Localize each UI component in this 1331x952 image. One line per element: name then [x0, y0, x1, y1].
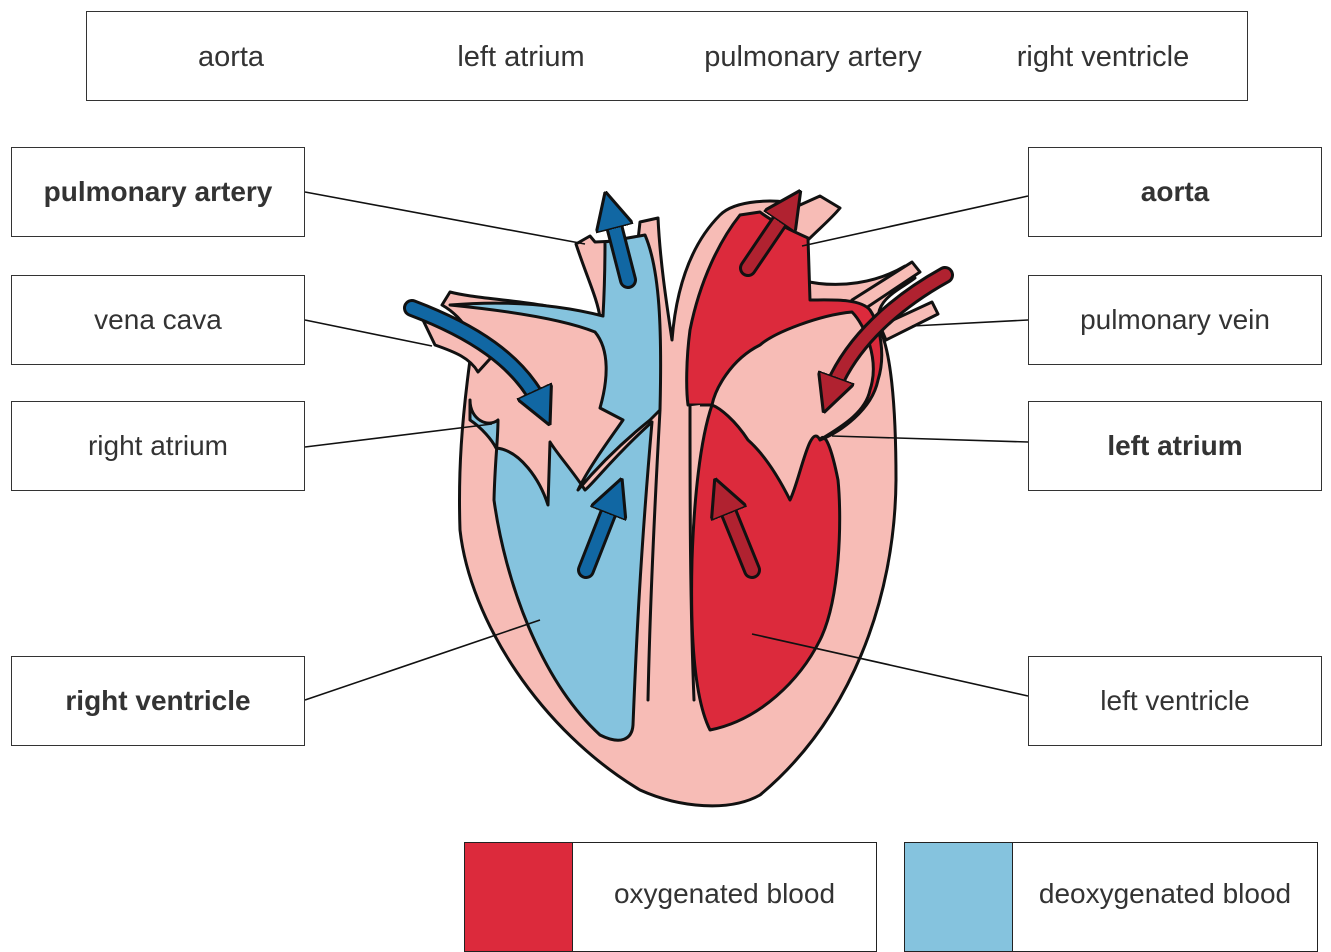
label-pulmonary-artery[interactable]: pulmonary artery [11, 147, 305, 237]
leader-line-pulmonary-vein [912, 320, 1028, 326]
legend-deoxygenated-label: deoxygenated blood [1013, 843, 1317, 945]
legend-deoxygenated: deoxygenated blood [904, 842, 1318, 952]
legend-oxygenated-label: oxygenated blood [573, 843, 876, 945]
label-aorta[interactable]: aorta [1028, 147, 1322, 237]
oxygenated-swatch [465, 843, 573, 951]
leader-line-pulmonary-artery [305, 192, 585, 244]
deoxygenated-swatch [905, 843, 1013, 951]
label-pulmonary-vein: pulmonary vein [1028, 275, 1322, 365]
label-left-ventricle: left ventricle [1028, 656, 1322, 746]
leader-line-vena-cava [305, 320, 432, 346]
legend-oxygenated: oxygenated blood [464, 842, 877, 952]
label-left-atrium[interactable]: left atrium [1028, 401, 1322, 491]
label-right-ventricle[interactable]: right ventricle [11, 656, 305, 746]
leader-line-aorta [802, 196, 1028, 246]
label-right-atrium: right atrium [11, 401, 305, 491]
leader-line-right-ventricle [305, 620, 540, 700]
label-vena-cava: vena cava [11, 275, 305, 365]
